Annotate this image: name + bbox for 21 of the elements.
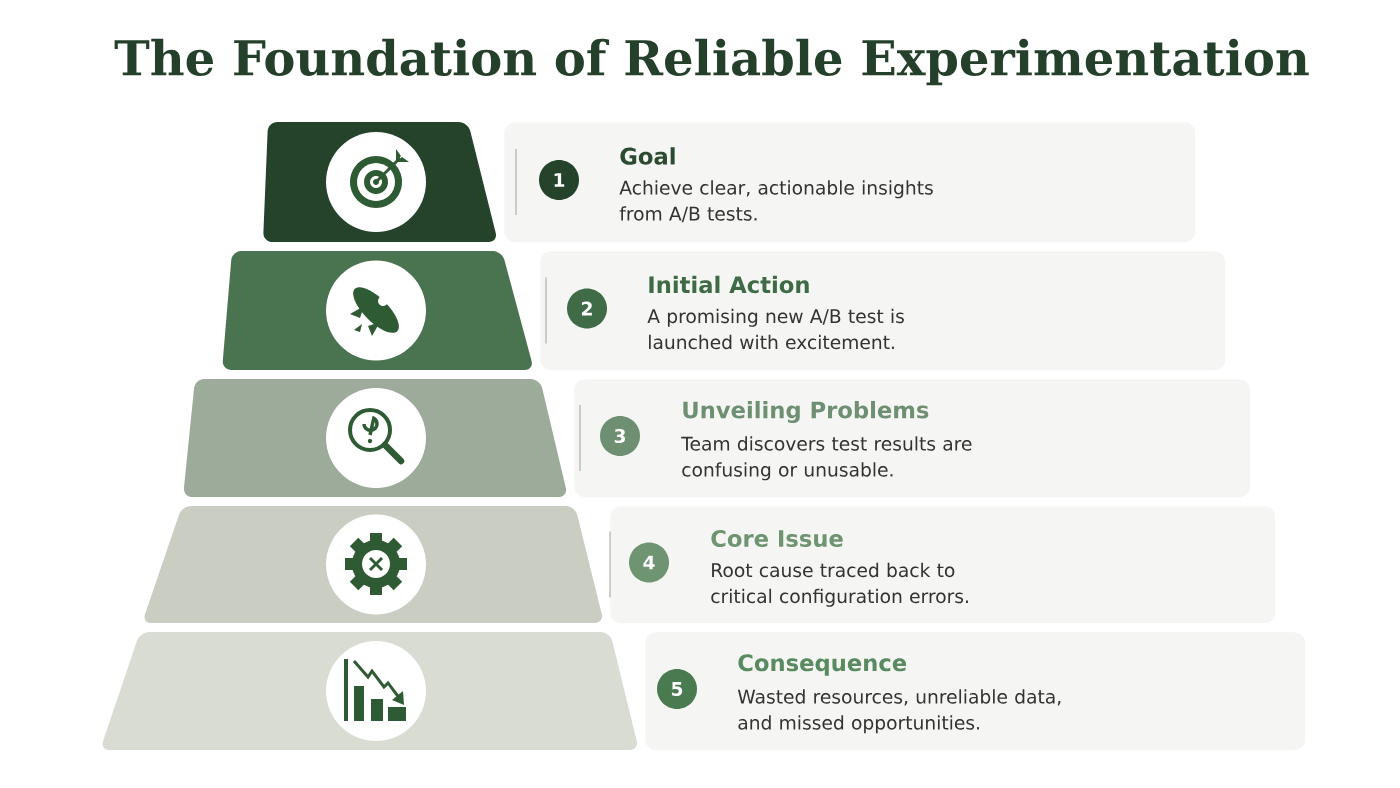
info-panel	[645, 632, 1306, 751]
info-panel	[504, 122, 1196, 243]
number-badge: 1	[539, 160, 579, 200]
heading: Unveiling Problems	[683, 400, 929, 424]
title: The Foundation of Reliable Experimentation	[114, 38, 1309, 86]
heading: Consequence	[738, 654, 907, 676]
number-badge: 2	[567, 288, 607, 329]
description: Achieve clear, actionable insights from A/B tests.	[619, 180, 933, 223]
description: Team discovers test results are confusing or unusable.	[681, 436, 972, 481]
description: Root cause traced back to critical configuration errors.	[711, 562, 968, 607]
number-badge: 3	[600, 416, 640, 456]
description: Wasted resources, unreliable data, and missed opportunities.	[737, 689, 1061, 734]
number-badge: 5	[657, 669, 697, 709]
description: A promising new A/B test is launched with excitement.	[647, 308, 904, 350]
heading: Goal	[620, 147, 675, 165]
info-panel	[540, 251, 1226, 371]
info-panel	[574, 379, 1251, 498]
heading: Initial Action	[649, 275, 809, 294]
number-badge: 4	[629, 542, 669, 583]
heading: Core Issue	[711, 529, 843, 548]
info-panel	[610, 506, 1276, 624]
